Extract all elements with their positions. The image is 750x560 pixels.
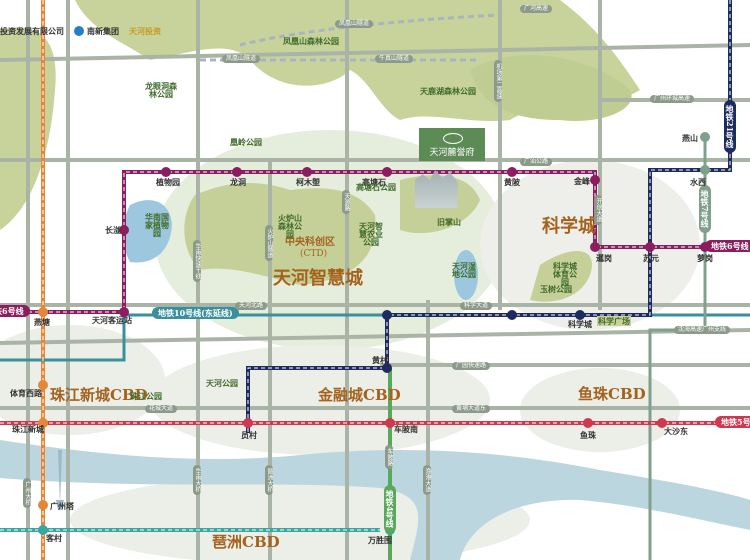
tianhe-lake xyxy=(454,250,478,300)
jinrong-zone-area xyxy=(150,345,490,455)
park-longyan: 龙眼洞森林公园 xyxy=(145,81,177,99)
station-zhujiangxincheng[interactable]: 珠江新城 xyxy=(12,424,44,434)
station-wanshengwei[interactable]: 万胜围 xyxy=(368,535,392,545)
developer-name-1: 投资发展有限公司 xyxy=(0,26,64,36)
station-jinfeng[interactable]: 金峰 xyxy=(574,176,590,186)
line4-tag: 地铁4号线 xyxy=(384,485,396,533)
station-xiangang[interactable]: 暹岗 xyxy=(596,253,612,263)
nanxin-logo-icon xyxy=(74,26,84,36)
zone-pazhou-cbd: 琶洲CBD xyxy=(212,533,280,551)
road-tianhe-north: 天河北路 xyxy=(235,302,268,310)
station-yantang[interactable]: 燕塘 xyxy=(34,317,50,327)
line10-tag: 地铁10号线(东延线) xyxy=(152,307,239,319)
station-suyuan[interactable]: 苏元 xyxy=(643,253,659,263)
park-nongye: 天河智慧农业公园 xyxy=(359,221,383,247)
station-kecun[interactable]: 客村 xyxy=(46,533,62,543)
station-guangzhouta[interactable]: 广州塔 xyxy=(50,501,74,511)
park-kxc-sports: 科学城体育公园 xyxy=(553,261,577,287)
road-guangyuan: 广园快速路 xyxy=(452,362,491,370)
park-fenghuangshan: 凤凰山森林公园 xyxy=(283,36,339,46)
station-longdong[interactable]: 龙洞 xyxy=(230,177,246,187)
park-jiuzhang: 旧掌山 xyxy=(437,217,461,227)
park-zhongshanling: 凰岭公园 xyxy=(230,137,262,147)
huanong-lake xyxy=(123,200,172,263)
park-yushu: 玉树公园 xyxy=(540,284,572,294)
zone-zhihuicheng: 天河智慧城 xyxy=(273,268,363,289)
station-dashadong[interactable]: 大沙东 xyxy=(664,426,688,436)
road-jichang2: 机场第二高速 xyxy=(494,60,502,102)
station-chebeinan[interactable]: 车陂南 xyxy=(394,424,418,434)
station-kexuecheng[interactable]: 科学城 xyxy=(568,319,592,329)
road-huolushan: 火炉山隧道 xyxy=(265,225,273,261)
park-huolushan: 火炉山森林公园 xyxy=(278,213,302,239)
line6-tag: 地铁6号线 xyxy=(705,240,750,252)
station-kemulang[interactable]: 柯木塱 xyxy=(296,177,320,187)
project-name: 天河麓誉府 xyxy=(429,148,475,158)
road-guangzhou-ring-branch: 沈海高速广州支线 xyxy=(674,326,731,334)
road-huanan-bridge: 华南大桥 xyxy=(193,465,201,495)
kexuecheng-park xyxy=(530,251,592,302)
road-guangshan: 广汕公路 xyxy=(520,158,553,166)
developer-logo-3: 天河投资 xyxy=(129,25,161,36)
road-pazhou-bridge: 琶洲大桥 xyxy=(265,465,273,495)
park-zhujiang: 珠江公园 xyxy=(130,391,162,401)
road-huacheng: 花城大道 xyxy=(145,405,178,413)
station-yuzhu[interactable]: 鱼珠 xyxy=(580,430,596,440)
zone-kexuecheng: 科学城 xyxy=(542,216,596,237)
line7-tag: 地铁7号线 xyxy=(699,185,711,233)
road-fenghuangshan-tunnel: 凤凰山隧道 xyxy=(335,20,374,28)
road-huanan: 华南快速干线 xyxy=(193,240,201,282)
park-tianhe-lake: 天河湿地公园 xyxy=(452,261,476,279)
developer-logo-2: 南新集团 xyxy=(74,26,119,37)
road-tianyuan: 天源路 xyxy=(342,190,350,214)
road-guangzhou-ring: 广州环城高速 xyxy=(650,95,695,103)
road-fenghuangshan-tunnel-2: 凤凰山隧道 xyxy=(222,55,261,63)
zone-ctd: 中央科创区 xyxy=(285,237,335,248)
park-tianlu: 天鹿湖森林公园 xyxy=(420,86,476,96)
line21-tag: 地铁21号线 xyxy=(724,100,736,154)
station-luogang[interactable]: 萝岗 xyxy=(697,253,713,263)
road-yuntian: 渔港大道 xyxy=(423,465,431,495)
road-kexue: 科学大道 xyxy=(460,302,493,310)
park-tianhe: 天河公园 xyxy=(206,378,238,388)
station-shuixi[interactable]: 水西 xyxy=(690,177,706,187)
park-gaotangshi: 高塘石公园 xyxy=(356,182,396,192)
road-huangpu: 黄埔大道东 xyxy=(452,405,491,413)
tianlu-forest xyxy=(470,55,632,121)
huolushan-forest xyxy=(184,183,376,285)
zone-jinrongcheng-cbd: 金融城CBD xyxy=(318,386,401,404)
zone-zhujiang-cbd: 珠江新城CBD xyxy=(50,386,148,404)
road-chebei: 车陂路 xyxy=(385,445,393,469)
station-changban[interactable]: 长湴 xyxy=(105,225,121,235)
station-tianhekeyunzhan[interactable]: 天河客运站 xyxy=(92,315,132,325)
road-guangzhou-bridge: 广州大桥 xyxy=(23,478,31,508)
station-tiyuxilu[interactable]: 体育西路 xyxy=(10,388,42,398)
road-niuquan-tunnel: 牛真山隧道 xyxy=(375,55,414,63)
zone-yuzhu-cbd: 鱼珠CBD xyxy=(578,385,646,403)
project-buildings xyxy=(415,170,458,208)
station-markers xyxy=(38,132,710,535)
station-huangbei[interactable]: 黄陂 xyxy=(504,177,520,187)
station-zhiwuyuan[interactable]: 植物园 xyxy=(156,177,180,187)
canton-tower-icon xyxy=(56,450,64,510)
line6-left-tag: 地铁6号线 xyxy=(0,305,30,317)
station-huangcun[interactable]: 黄村 xyxy=(372,355,388,365)
station-gaotangshi[interactable]: 高塘石 xyxy=(362,177,386,187)
project-logo-icon xyxy=(443,133,463,144)
zone-ctd-abbr: (CTD) xyxy=(300,249,328,259)
station-yuancun[interactable]: 员村 xyxy=(241,430,257,440)
road-kaichuang: 开创大道 xyxy=(594,195,602,225)
brand-bar: 投资发展有限公司 南新集团 天河投资 xyxy=(0,22,161,40)
tunnel-roads xyxy=(200,13,501,62)
project-marker[interactable]: 天河麓誉府 xyxy=(419,128,485,161)
station-yanshan[interactable]: 燕山 xyxy=(682,133,698,143)
road-guanghe: 广河高速 xyxy=(520,5,553,13)
line5-tag: 地铁5号线 xyxy=(715,416,750,428)
park-kxc-square: 科学广场 xyxy=(597,316,631,326)
pearl-river xyxy=(0,440,750,560)
park-huanong: 华南国家植物园 xyxy=(145,212,169,238)
